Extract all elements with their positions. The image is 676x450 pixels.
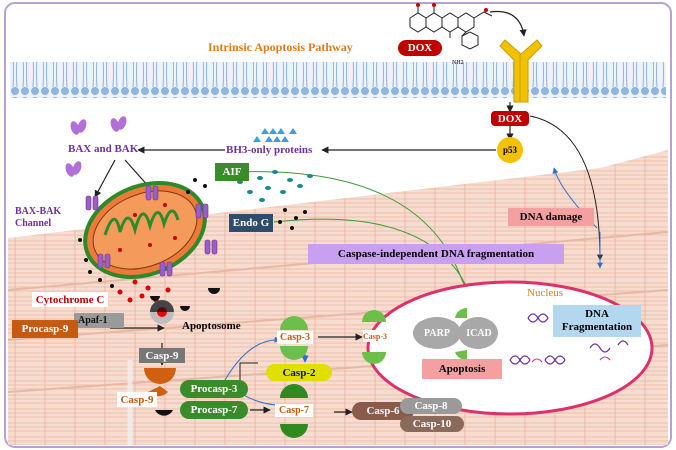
dna-fragmentation-box: DNA Fragmentation	[553, 305, 641, 337]
apoptosome-icon	[150, 300, 174, 324]
casp9-box-a: Casp-9	[139, 348, 185, 363]
icad-label: ICAD	[466, 327, 492, 339]
procasp9-box: Procasp-9	[12, 320, 78, 338]
endo-g-box: Endo G	[229, 214, 273, 232]
membrane-transporter	[499, 39, 543, 103]
bax-bak-channel-label: BAX-BAK Channel	[15, 206, 62, 229]
caspase-independent-box: Caspase-independent DNA fragmentation	[308, 244, 564, 264]
dna-damage-box: DNA damage	[508, 208, 594, 226]
apoptosome-label: Apoptosome	[182, 320, 241, 332]
nucleus-label: Nucleus	[527, 287, 564, 299]
casp3-box-a: Casp-3	[277, 331, 313, 344]
mitochondrion	[83, 181, 207, 279]
pathway-title: Intrinsic Apoptosis Pathway	[208, 40, 353, 54]
p53-circle	[497, 137, 523, 163]
casp7-box: Casp-7	[275, 404, 313, 417]
casp8-pill: Casp-8	[400, 398, 462, 414]
casp2-pill: Casp-2	[266, 364, 332, 381]
casp9-box-b: Casp-9	[117, 392, 157, 407]
icad-ellipse	[458, 317, 498, 349]
cell-membrane	[10, 62, 666, 98]
dox-badge-right: DOX	[491, 111, 529, 126]
casp6-pill: Casp-6	[352, 402, 414, 420]
bax-bak-label: BAX and BAK	[68, 143, 139, 155]
parp-label: PARP	[424, 327, 450, 339]
parp-ellipse	[413, 317, 461, 349]
apaf-box: Apaf-1	[74, 313, 124, 328]
apoptosis-box: Apoptosis	[422, 359, 502, 379]
casp3-box-b: Casp-3	[363, 330, 388, 342]
nh2-label: NH2	[452, 60, 464, 66]
procasp7-pill: Procasp-7	[180, 401, 248, 419]
bh3-label: BH3-only proteins	[226, 144, 313, 156]
cytochrome-c-box: Cytochrome C	[32, 292, 108, 307]
casp3-shape	[280, 316, 308, 360]
p53-label: p53	[502, 145, 517, 155]
casp7-shape	[280, 384, 308, 438]
dox-badge-left: DOX	[398, 40, 442, 56]
procasp3-pill: Procasp-3	[180, 380, 248, 398]
casp3-nucleus-shape	[362, 310, 386, 364]
casp10-pill: Casp-10	[400, 416, 464, 432]
doxorubicin-structure-icon	[409, 3, 493, 50]
aif-box: AIF	[215, 163, 249, 181]
